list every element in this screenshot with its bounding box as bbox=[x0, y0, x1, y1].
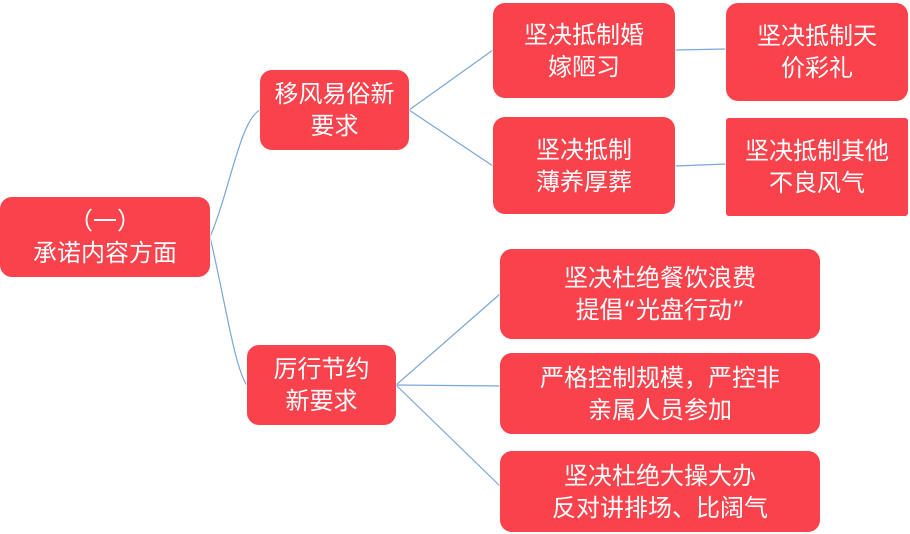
branch-customs-node: 移风易俗新 要求 bbox=[260, 70, 409, 150]
connector-thrift-to-item1 bbox=[395, 293, 501, 386]
root-node-line2: 承诺内容方面 bbox=[33, 239, 177, 267]
customs-subitem-node: 坚决抵制天 价彩礼 bbox=[726, 3, 908, 101]
thrift-item-line1: 坚决杜绝大操大办 bbox=[564, 461, 756, 490]
connector-customs-to-item1 bbox=[408, 49, 494, 111]
customs-subitem-node: 坚决抵制其他 不良风气 bbox=[726, 118, 908, 216]
customs-subitem-line1: 坚决抵制其他 bbox=[745, 137, 889, 165]
customs-item-line2: 嫁陋习 bbox=[548, 52, 620, 81]
thrift-item-line1: 坚决杜绝餐饮浪费 bbox=[564, 264, 756, 292]
root-node-line1: （一） bbox=[69, 207, 141, 235]
thrift-item-line2: 亲属人员参加 bbox=[588, 395, 732, 424]
customs-item-line1: 坚决抵制 bbox=[536, 135, 632, 164]
customs-subitem-line1: 坚决抵制天 bbox=[757, 22, 877, 50]
customs-item-line2: 薄养厚葬 bbox=[536, 167, 632, 196]
customs-subitem-line2: 价彩礼 bbox=[781, 54, 853, 82]
customs-subitem-line2: 不良风气 bbox=[769, 169, 865, 197]
thrift-item-node: 坚决杜绝大操大办 反对讲排场、比阔气 bbox=[500, 451, 820, 532]
branch-thrift-line1: 厉行节约 bbox=[273, 355, 370, 383]
customs-item-line1: 坚决抵制婚 bbox=[524, 20, 644, 49]
thrift-item-line2: 提倡“光盘行动” bbox=[575, 296, 745, 324]
root-node: （一） 承诺内容方面 bbox=[0, 197, 210, 277]
branch-thrift-line2: 新要求 bbox=[285, 387, 358, 415]
connector-customs-to-item2 bbox=[408, 109, 494, 167]
thrift-item-line1: 严格控制规模，严控非 bbox=[540, 363, 780, 392]
connector-item2-to-sub2 bbox=[674, 163, 727, 167]
connector-thrift-to-item2 bbox=[395, 384, 501, 387]
connector-item1-to-sub1 bbox=[674, 48, 727, 51]
thrift-item-node: 严格控制规模，严控非 亲属人员参加 bbox=[500, 353, 820, 434]
branch-customs-line1: 移风易俗新 bbox=[274, 80, 395, 108]
connector-root-to-thrift bbox=[209, 236, 248, 386]
thrift-item-line2: 反对讲排场、比阔气 bbox=[552, 493, 768, 522]
branch-thrift-node: 厉行节约 新要求 bbox=[247, 345, 396, 425]
connector-root-to-customs bbox=[209, 109, 261, 238]
customs-item-node: 坚决抵制 薄养厚葬 bbox=[493, 117, 675, 214]
customs-item-node: 坚决抵制婚 嫁陋习 bbox=[493, 3, 675, 98]
connector-thrift-to-item3 bbox=[395, 384, 501, 487]
thrift-item-node: 坚决杜绝餐饮浪费 提倡“光盘行动” bbox=[500, 249, 820, 339]
branch-customs-line2: 要求 bbox=[310, 112, 359, 140]
